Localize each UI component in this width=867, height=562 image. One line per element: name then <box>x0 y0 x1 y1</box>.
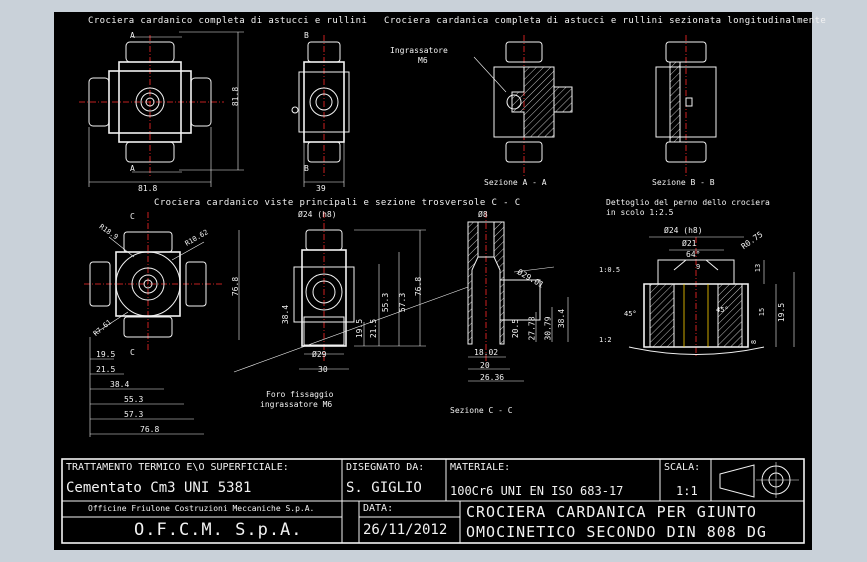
dim-30-79: 30.79 <box>543 316 553 341</box>
dim-76-8-side: 76.8 <box>414 276 424 297</box>
dim-20-5: 20.5 <box>511 318 521 339</box>
dim-21-5-side: 21.5 <box>369 318 379 339</box>
treatment-value: Cementato Cm3 UNI 5381 <box>66 480 252 496</box>
scale-label: SCALA: <box>664 462 701 473</box>
drawn-by-value: S. GIGLIO <box>346 480 422 496</box>
section-a-a-view <box>473 35 573 177</box>
drawing-sheet: Crociera cardanico completa di astucci e… <box>54 12 826 550</box>
dim-38-4-side: 38.4 <box>281 304 291 325</box>
cross-front-view <box>79 31 244 187</box>
detail-1-2: 1:2 <box>599 336 612 344</box>
treatment-label: TRATTAMENTO TERMICO E\O SUPERFICIALE: <box>66 462 289 473</box>
section-c-c-view <box>233 212 569 382</box>
detail-title-line2: in scolo 1:2.5 <box>606 208 674 217</box>
dim-26-36: 26.36 <box>480 373 505 382</box>
section-a-label: Sezione A - A <box>484 178 547 187</box>
material-label: MATERIALE: <box>450 462 511 473</box>
dim-81-8-vertical: 81.8 <box>231 86 241 107</box>
detail-15: 15 <box>758 307 767 317</box>
detail-d24: Ø24 (h8) <box>664 226 703 235</box>
date-value: 26/11/2012 <box>363 522 448 538</box>
title-block-grid <box>61 458 805 544</box>
detail-pin-view <box>628 236 795 357</box>
dim-38-4: 38.4 <box>110 380 130 389</box>
drawing-title-line2: OMOCINETICO SECONDO DIN 808 DG <box>466 523 767 541</box>
material-value: 100Cr6 UNI EN ISO 683-17 <box>450 484 624 498</box>
view-title-section: Crociera cardanica completa di astucci e… <box>384 16 827 26</box>
section-mark-b-top: B <box>304 31 309 40</box>
detail-title-line1: Dettoglio del perno dello crociera <box>606 198 770 207</box>
drawing-geometry <box>61 31 805 544</box>
dim-27-78: 27.78 <box>527 316 537 341</box>
dim-21-5: 21.5 <box>96 365 116 374</box>
section-mark-b-bottom: B <box>304 164 309 173</box>
section-b-label: Sezione B - B <box>652 178 715 187</box>
ingrassatore-size: M6 <box>418 56 428 65</box>
dim-57-3-side: 57.3 <box>398 292 408 313</box>
dim-76-8-vertical: 76.8 <box>231 276 241 297</box>
dim-81-8-horizontal: 81.8 <box>138 184 158 193</box>
detail-19-5: 19.5 <box>777 302 787 323</box>
dim-18-02: 18.02 <box>474 348 499 357</box>
detail-45deg-right: 45° <box>716 306 729 314</box>
dim-55-3-side: 55.3 <box>381 292 391 313</box>
view-title-complete: Crociera cardanico completa di astucci e… <box>88 16 368 26</box>
detail-9: 9 <box>696 263 701 271</box>
view-title-main: Crociera cardanico viste principali e se… <box>154 198 521 208</box>
detail-64deg: 64° <box>686 250 701 259</box>
dim-19-5-side: 19.5 <box>355 318 365 339</box>
foro-label-line1: Foro fissaggio <box>266 390 334 399</box>
foro-label-line2: ingrassatore M6 <box>260 400 333 409</box>
date-label: DATA: <box>363 503 394 514</box>
section-b-b-view <box>655 35 717 177</box>
cross-main-front-view <box>84 212 240 437</box>
cross-main-side-view <box>293 212 426 370</box>
detail-8: 8 <box>750 339 759 345</box>
company-short-name: O.F.C.M. S.p.A. <box>134 520 303 540</box>
detail-13: 13 <box>754 263 763 273</box>
section-mark-a-bottom: A <box>130 164 135 173</box>
dim-30: 30 <box>318 365 328 374</box>
dim-57-3: 57.3 <box>124 410 144 419</box>
detail-d21: Ø21 <box>682 239 697 248</box>
ingrassatore-label: Ingrassatore <box>390 46 448 55</box>
dim-76-8-horizontal: 76.8 <box>140 425 160 434</box>
cross-side-view <box>291 35 350 187</box>
dim-d29: Ø29 <box>312 350 327 359</box>
dim-d8: Ø8 <box>478 210 488 219</box>
section-mark-c-top: C <box>130 212 135 221</box>
company-full-name: Officine Friulone Costruzioni Meccaniche… <box>88 504 315 513</box>
dim-19-5: 19.5 <box>96 350 116 359</box>
dim-55-3: 55.3 <box>124 395 144 404</box>
drawing-title-line1: CROCIERA CARDANICA PER GIUNTO <box>466 503 757 521</box>
dim-d24-h8: Ø24 (h8) <box>298 210 337 219</box>
section-mark-c-bottom: C <box>130 348 135 357</box>
section-mark-a-top: A <box>130 31 135 40</box>
dim-39: 39 <box>316 184 326 193</box>
detail-45deg-left: 45° <box>624 310 637 318</box>
section-c-label: Sezione C - C <box>450 406 513 415</box>
scale-value: 1:1 <box>676 484 698 498</box>
detail-1-0-5: 1:0.5 <box>599 266 621 274</box>
dim-38-4-section: 38.4 <box>557 308 567 329</box>
drawn-by-label: DISEGNATO DA: <box>346 462 425 473</box>
dim-20: 20 <box>480 361 490 370</box>
